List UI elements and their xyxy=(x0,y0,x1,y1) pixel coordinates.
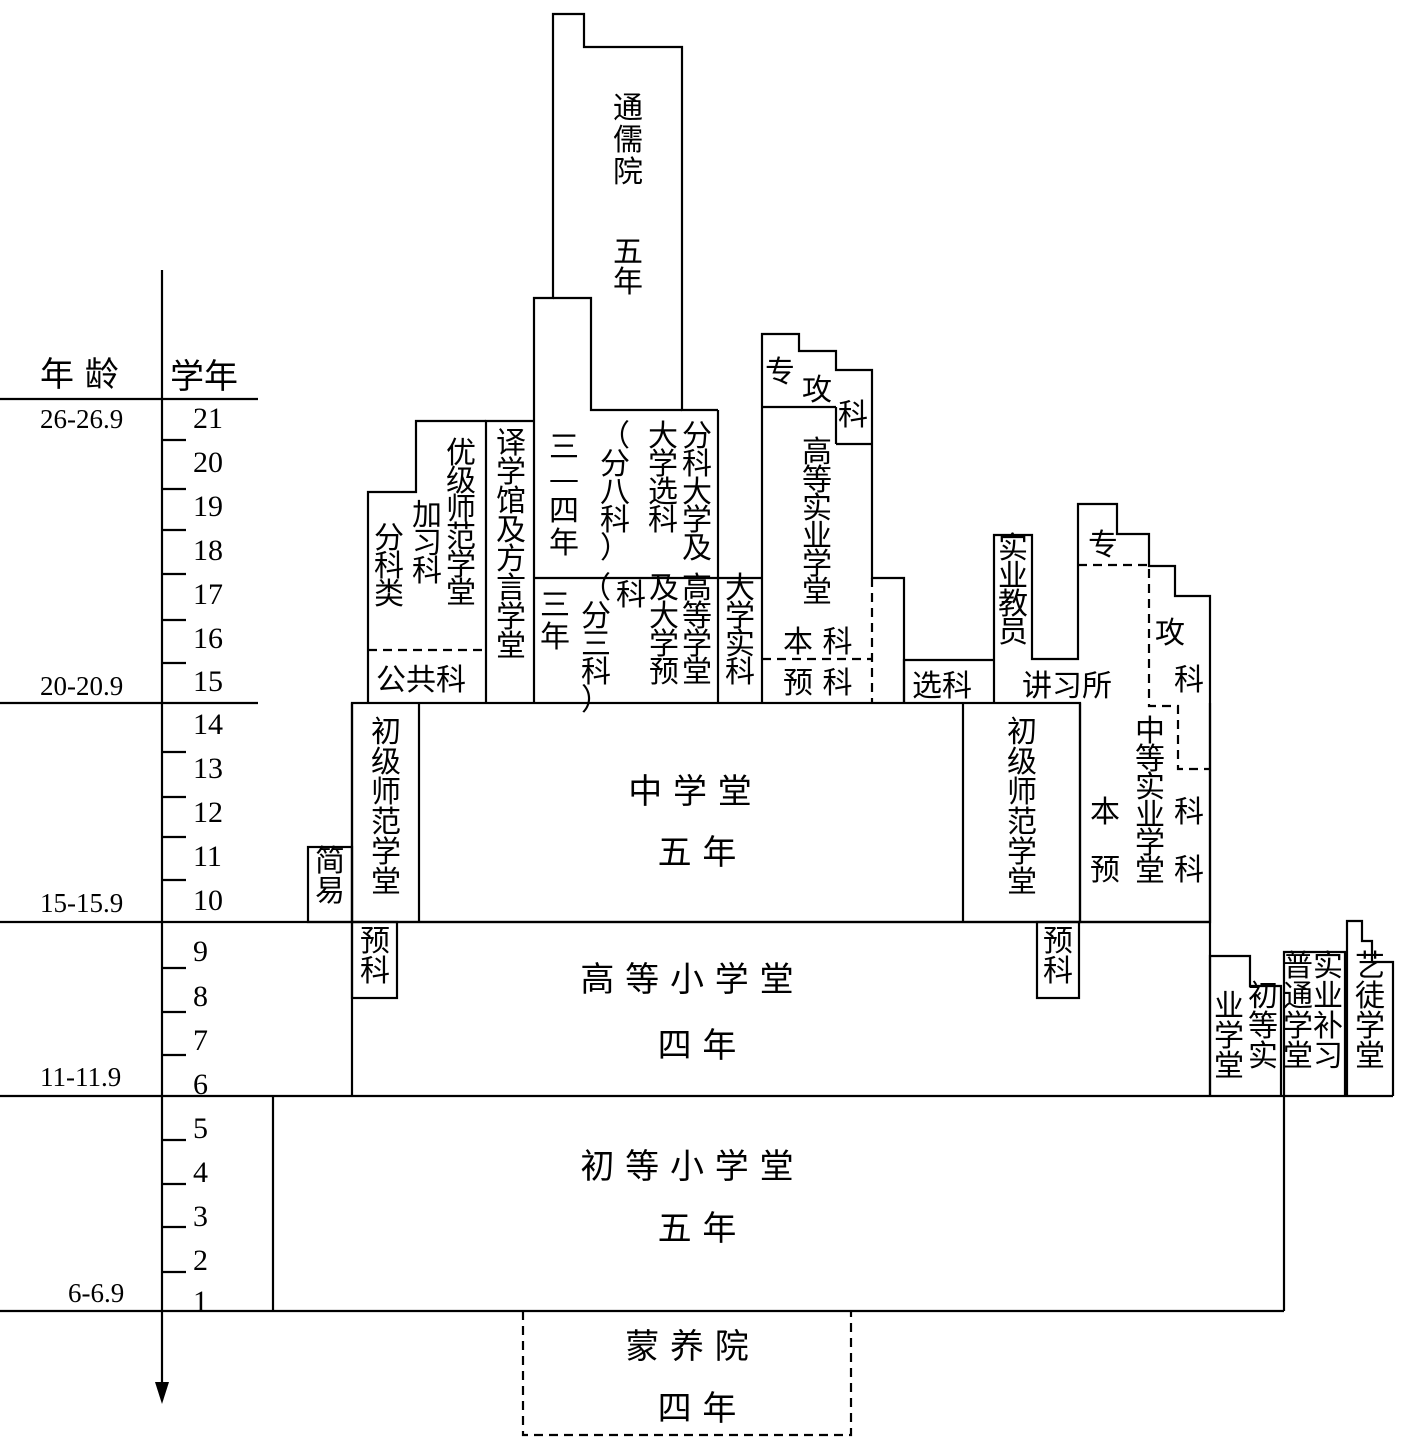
year-label: 6 xyxy=(193,1068,208,1101)
vertical-labels: 通儒院五年分科大学及大学选科（分八科）三—四年高等学堂及大学预科（分三科）三年大… xyxy=(315,91,1385,1084)
vlabel-chuji-shifan-left: 初级师范学堂 xyxy=(371,715,401,900)
vlabel-yuke-right: 预科 xyxy=(1043,924,1073,989)
vlabel-yixue: 译学馆及方言学堂 xyxy=(496,426,526,664)
vlabel-jianyi: 简易 xyxy=(315,844,345,909)
year-label: 13 xyxy=(193,752,223,785)
year-label: 19 xyxy=(193,490,223,523)
vlabel-yuke-left: 预科 xyxy=(360,924,390,989)
gaodeng-xiaoxue-years: 四 年 xyxy=(658,1026,737,1066)
gaodeng-shiye-outline xyxy=(760,332,906,703)
year-label: 8 xyxy=(193,980,208,1013)
zhuangong-b: 攻 xyxy=(802,373,832,408)
ben2-label: 本 xyxy=(1090,795,1120,830)
ke2b-label: 科 xyxy=(1174,853,1204,888)
mengyang-box xyxy=(521,1311,853,1437)
vlabel-gaodeng-col2: 及大学预 xyxy=(649,571,679,690)
zhuangong2-a: 专 xyxy=(1088,528,1118,563)
year-label: 15 xyxy=(193,665,223,698)
year-label: 20 xyxy=(193,446,223,479)
vlabel-chudeng-shiye-col2: 业学堂 xyxy=(1214,989,1244,1084)
yu2-label: 预 xyxy=(1090,853,1120,888)
year-label: 5 xyxy=(193,1112,208,1145)
age-label: 26-26.9 xyxy=(40,404,123,434)
zhuangong2-b: 攻 xyxy=(1155,616,1185,651)
year-label: 21 xyxy=(193,402,223,435)
vlabel-shiye-buxi-col2: 普通学堂 xyxy=(1283,949,1313,1074)
zhongxue-years: 五 年 xyxy=(658,833,737,873)
vlabel-gaodeng-col5: 三年 xyxy=(540,588,570,655)
age-header: 年 龄 xyxy=(40,355,119,395)
chudeng-xiaoxue-years: 五 年 xyxy=(658,1209,737,1249)
year-label: 2 xyxy=(193,1244,208,1277)
year-label: 4 xyxy=(193,1156,208,1189)
tongru-outline xyxy=(532,12,718,703)
vlabel-youji-col3: 分科类 xyxy=(374,521,404,612)
vlabel-tongru-years: 五年 xyxy=(613,235,643,300)
benke-label: 本 科 xyxy=(783,625,853,660)
yitu-box xyxy=(1345,919,1395,1096)
year-label: 18 xyxy=(193,534,223,567)
vlabel-tongru: 通儒院 xyxy=(613,91,643,190)
vlabel-gaodeng-col4: （分三科） xyxy=(581,571,611,718)
chudeng-shiye-box xyxy=(1208,954,1283,1096)
year-label: 1 xyxy=(193,1285,208,1318)
gaodeng-xiaoxue-label: 高 等 小 学 堂 xyxy=(580,960,793,1000)
xuanke-label: 选科 xyxy=(912,669,972,704)
yuke-label: 预 科 xyxy=(783,666,853,701)
vlabel-shiye-buxi-col1: 实业补习 xyxy=(1313,949,1343,1074)
chudeng-xiaoxue-label: 初 等 小 学 堂 xyxy=(580,1147,793,1187)
year-label: 17 xyxy=(193,578,223,611)
vlabel-gaodeng-shiye: 高等实业学堂 xyxy=(802,435,832,610)
vlabel-fenke-daxue-col2: 大学选科 xyxy=(648,419,678,538)
fenke-top xyxy=(553,296,682,412)
vlabel-shiye-jiaoyuan: 实业教员 xyxy=(998,531,1028,650)
vlabel-yitu: 艺徒学堂 xyxy=(1355,949,1385,1074)
vlabel-fenke-daxue-col3: （分八科） xyxy=(600,419,630,566)
vlabel-daxue-shike: 大学实科 xyxy=(725,571,755,690)
ke2a-label: 科 xyxy=(1174,795,1204,830)
year-ticks xyxy=(162,438,186,1274)
zhuangong2-c: 科 xyxy=(1174,663,1204,698)
vlabel-fenke-daxue-col4: 三—四年 xyxy=(549,430,579,561)
zhongxue-label: 中 学 堂 xyxy=(628,772,752,812)
age-label: 15-15.9 xyxy=(40,888,123,918)
vlabel-youji-col2: 加习科 xyxy=(412,498,442,589)
year-label: 7 xyxy=(193,1024,208,1057)
vlabel-gaodeng-col1: 高等学堂 xyxy=(682,571,712,690)
vlabel-chudeng-shiye-col1: 初等实 xyxy=(1248,979,1278,1074)
gonggong-label: 公共科 xyxy=(376,663,466,698)
vlabel-fenke-daxue-col1: 分科大学及 xyxy=(682,419,712,566)
vlabel-gaodeng-col3: 科 xyxy=(616,578,646,613)
shiye-buxi-box xyxy=(1282,950,1347,1096)
axis-arrow xyxy=(155,1382,169,1404)
year-label: 12 xyxy=(193,796,223,829)
vlabel-zhongdeng-shiye: 中等实业学堂 xyxy=(1135,714,1165,889)
year-label: 11 xyxy=(193,840,222,873)
zhuangong-a: 专 xyxy=(765,355,795,390)
zhongxue-box xyxy=(350,701,1082,924)
zhuangong-c: 科 xyxy=(838,398,868,433)
year-label: 16 xyxy=(193,622,223,655)
age-label: 20-20.9 xyxy=(40,671,123,701)
year-label: 3 xyxy=(193,1200,208,1233)
youji-outline xyxy=(366,419,486,703)
mengyang-label: 蒙 养 院 xyxy=(625,1327,749,1367)
vlabel-chuji-shifan-right: 初级师范学堂 xyxy=(1007,715,1037,900)
age-label: 11-11.9 xyxy=(40,1062,121,1092)
year-header: 学年 xyxy=(170,357,238,397)
age-label: 6-6.9 xyxy=(68,1278,124,1308)
zhongdeng-shiye-outline xyxy=(992,502,1212,924)
zhongdeng-shiye-dash xyxy=(1078,563,1210,771)
year-label: 10 xyxy=(193,884,223,917)
vlabel-youji-col1: 优级师范学堂 xyxy=(446,436,476,611)
year-label: 14 xyxy=(193,708,223,741)
mengyang-years: 四 年 xyxy=(658,1389,737,1429)
year-label: 9 xyxy=(193,935,208,968)
jiangxisuo-label: 讲习所 xyxy=(1022,669,1112,704)
